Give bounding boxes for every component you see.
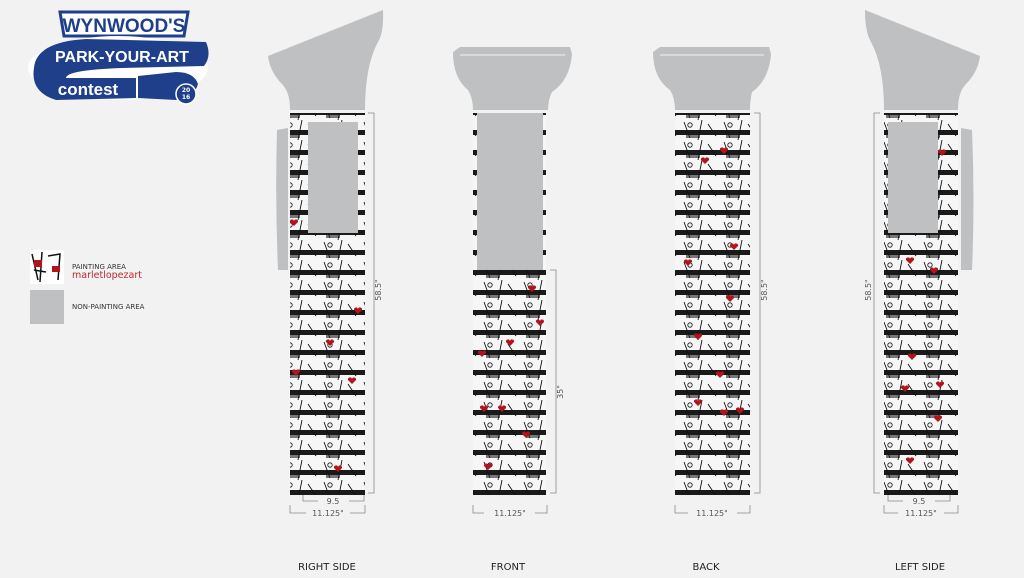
logo-line2: PARK-YOUR-ART — [55, 49, 189, 66]
heart-mark — [900, 385, 910, 392]
heart-mark — [905, 257, 915, 264]
heart-mark — [521, 431, 531, 438]
heart-mark — [905, 457, 915, 464]
label-front: FRONT — [490, 562, 526, 573]
heart-mark — [477, 350, 487, 357]
painting-area-label: PAINTING AREA — [72, 263, 126, 271]
back-height-dim: 58.5" — [760, 279, 769, 301]
heart-mark — [683, 259, 693, 266]
logo-line1: WYNWOOD'S — [63, 16, 186, 37]
painting-area-swatch — [30, 250, 64, 284]
left-width-dim: 11.125" — [905, 509, 937, 518]
heart-mark — [935, 381, 945, 388]
right-side-view — [268, 10, 384, 495]
heart-mark — [933, 415, 943, 422]
heart-mark — [715, 371, 725, 378]
heart-mark — [725, 295, 735, 302]
back-view — [653, 47, 771, 495]
heart-mark — [333, 465, 343, 472]
left-height-dim: 58.5" — [864, 279, 873, 301]
heart-mark — [527, 285, 537, 292]
heart-mark — [735, 407, 745, 414]
right-height-dim: 58.5" — [374, 279, 383, 301]
contest-logo: WYNWOOD'S PARK-YOUR-ART contest 20 16 — [28, 10, 209, 105]
logo-line3: contest — [58, 80, 119, 99]
right-inner-width-dim: 9.5 — [327, 497, 340, 506]
heart-mark — [535, 319, 545, 326]
heart-marks — [289, 147, 947, 472]
front-width-dim: 11.125" — [494, 509, 526, 518]
heart-mark — [937, 149, 947, 156]
heart-mark — [347, 377, 357, 384]
heart-mark — [693, 399, 703, 406]
heart-mark — [505, 339, 515, 346]
left-inner-width-dim: 9.5 — [913, 497, 926, 506]
heart-mark — [719, 147, 729, 154]
heart-mark — [289, 219, 299, 226]
heart-mark — [719, 409, 729, 416]
non-painting-area-label: NON-PAINTING AREA — [72, 303, 145, 311]
heart-mark — [325, 339, 335, 346]
heart-mark — [479, 405, 489, 412]
heart-mark — [929, 267, 939, 274]
non-painting-area-swatch — [30, 290, 64, 324]
label-left-side: LEFT SIDE — [894, 562, 946, 573]
heart-mark — [497, 405, 507, 412]
back-width-dim: 11.125" — [696, 509, 728, 518]
front-height-dim: 35" — [556, 385, 565, 399]
logo-year-top: 20 — [182, 87, 190, 94]
front-view — [453, 47, 572, 495]
label-back: BACK — [692, 562, 720, 573]
heart-mark — [353, 307, 363, 314]
heart-mark — [483, 463, 493, 470]
heart-mark — [700, 157, 710, 164]
dimension-lines — [289, 112, 959, 514]
heart-mark — [729, 243, 739, 250]
heart-mark — [907, 353, 917, 360]
label-right-side: RIGHT SIDE — [298, 562, 356, 573]
artist-name: marletlopezart — [72, 270, 142, 281]
logo-year-bottom: 16 — [182, 94, 190, 101]
left-side-view — [865, 10, 980, 495]
heart-mark — [693, 333, 703, 340]
heart-mark — [291, 369, 301, 376]
right-width-dim: 11.125" — [312, 509, 344, 518]
